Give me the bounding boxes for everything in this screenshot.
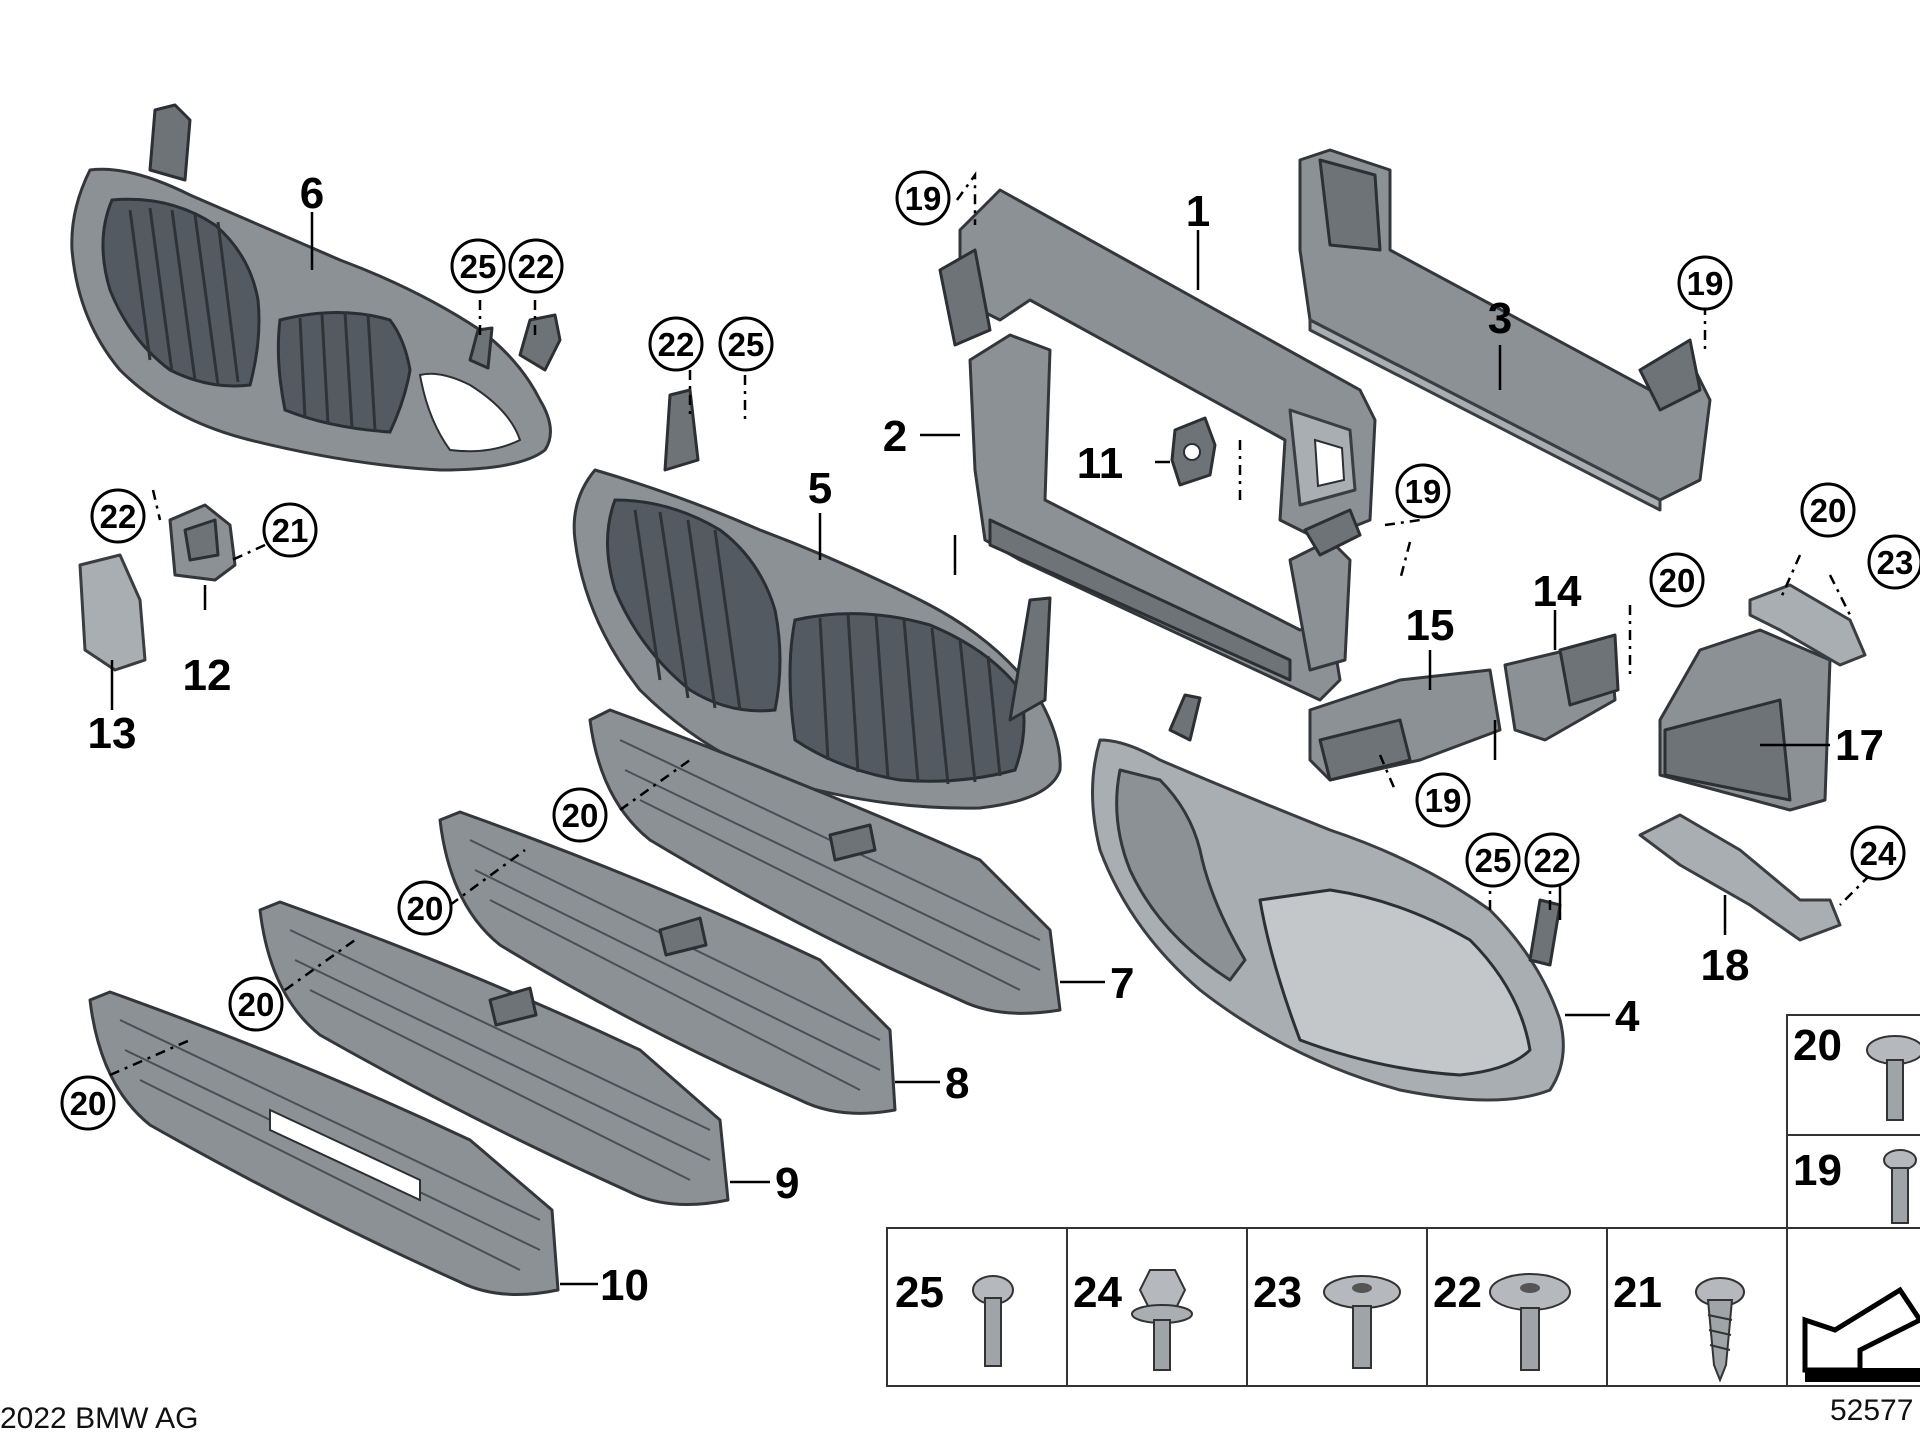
callout-20-grille10: 20: [60, 1075, 116, 1131]
part-number-6: 6: [300, 169, 324, 218]
callout-25-carrier4: 25: [1465, 832, 1521, 888]
part-7-air-duct-grille: [588, 708, 1062, 1015]
hardware-22-washer-screw: 22: [1433, 1268, 1571, 1371]
callout-21-left: 21: [262, 502, 318, 558]
svg-text:24: 24: [1860, 835, 1897, 872]
callout-22-carrier4: 22: [1524, 832, 1580, 888]
part-18-bracket: [1638, 813, 1842, 942]
svg-text:20: 20: [1659, 562, 1696, 599]
part-4-grille-carrier: [1091, 693, 1565, 1102]
part-1-radiator-carrier: [938, 188, 1377, 542]
callouts: 19 25 22 22 25 19 22 21 19 20 23 20 19 2…: [60, 170, 1920, 1131]
part-number-17: 17: [1835, 721, 1884, 770]
part-number-7: 7: [1110, 959, 1134, 1008]
callout-19-top-left: 19: [895, 170, 951, 226]
part-number-15: 15: [1406, 601, 1455, 650]
callout-20-grille8: 20: [397, 880, 453, 936]
svg-text:22: 22: [658, 326, 695, 363]
callout-24-right: 24: [1850, 825, 1906, 881]
svg-text:19: 19: [1405, 473, 1442, 510]
direction-arrow-icon: [1802, 1286, 1920, 1382]
part-number-13: 13: [88, 709, 137, 758]
part-13-bracket: [78, 553, 147, 672]
svg-text:20: 20: [1793, 1021, 1842, 1070]
dash-lines: [109, 171, 1871, 1077]
svg-text:21: 21: [272, 512, 309, 549]
svg-text:22: 22: [1433, 1268, 1482, 1317]
hardware-19-clip: 19: [1793, 1146, 1917, 1224]
svg-text:20: 20: [238, 986, 275, 1023]
part-6-grille-frame: [70, 103, 562, 472]
hardware-25-bolt: 25: [895, 1268, 1014, 1367]
part-number-4: 4: [1615, 992, 1640, 1041]
callout-22-grille6: 22: [508, 238, 564, 294]
part-number-14: 14: [1533, 567, 1582, 616]
part-number-11: 11: [1077, 439, 1124, 488]
svg-text:20: 20: [70, 1085, 107, 1122]
svg-text:22: 22: [518, 248, 555, 285]
part-number-1: 1: [1186, 187, 1210, 236]
bracket-right-upper: [1748, 583, 1867, 667]
callout-25-grille6: 25: [450, 238, 506, 294]
part-number-12: 12: [183, 651, 232, 700]
part-2-radiator-frame: [968, 333, 1362, 702]
part-9-air-duct-grille: [258, 900, 730, 1206]
hardware-table: 25 24 23 22 21 20: [886, 1014, 1920, 1387]
svg-text:19: 19: [1793, 1146, 1842, 1195]
svg-text:19: 19: [905, 180, 942, 217]
callout-19-mid: 19: [1395, 463, 1451, 519]
leader-lines: [110, 212, 1830, 1286]
svg-text:25: 25: [895, 1268, 944, 1317]
callout-19-top-right: 19: [1677, 255, 1733, 311]
part-number-8: 8: [945, 1059, 969, 1108]
copyright-text: 2022 BMW AG: [0, 1402, 198, 1435]
svg-text:20: 20: [407, 890, 444, 927]
svg-text:20: 20: [1810, 492, 1847, 529]
svg-text:19: 19: [1425, 782, 1462, 819]
callout-22-grille5: 22: [648, 316, 704, 372]
svg-text:20: 20: [562, 797, 599, 834]
svg-text:22: 22: [1534, 842, 1571, 879]
part-number-3: 3: [1488, 294, 1512, 343]
svg-text:24: 24: [1073, 1268, 1122, 1317]
callout-19-lower: 19: [1415, 772, 1471, 828]
part-numbers: 6 1 3 2 11 5 12 13 14 15 17 18 7 8 9 10 …: [88, 169, 1884, 1310]
svg-text:23: 23: [1253, 1268, 1302, 1317]
part-8-air-duct-grille: [438, 810, 897, 1115]
callout-20-right-top: 20: [1800, 482, 1856, 538]
svg-text:23: 23: [1877, 544, 1914, 581]
hardware-24-flange-bolt: 24: [1073, 1268, 1193, 1371]
svg-text:25: 25: [460, 248, 497, 285]
part-number-9: 9: [775, 1159, 799, 1208]
svg-text:22: 22: [100, 498, 137, 535]
part-10-air-duct-grille: [88, 990, 560, 1296]
hardware-20-expanding-rivet: 20: [1793, 1021, 1920, 1121]
callout-20-grille7: 20: [552, 787, 608, 843]
part-number-10: 10: [600, 1261, 649, 1310]
svg-text:19: 19: [1687, 265, 1724, 302]
part-14-air-duct: [1503, 633, 1620, 742]
part-number-18: 18: [1701, 941, 1750, 990]
callout-22-left: 22: [90, 488, 146, 544]
part-number-5: 5: [808, 464, 832, 513]
callout-23-right: 23: [1867, 534, 1920, 590]
svg-text:25: 25: [728, 326, 765, 363]
part-number-2: 2: [883, 412, 907, 461]
part-5-grille-frame: [572, 388, 1062, 810]
callout-20-right-mid: 20: [1649, 552, 1705, 608]
part-3-crossmember: [1298, 148, 1712, 512]
part-15-air-duct: [1308, 668, 1502, 782]
hardware-23-washer-screw: 23: [1253, 1268, 1401, 1369]
svg-text:25: 25: [1475, 842, 1512, 879]
hardware-21-tapping-screw: 21: [1613, 1268, 1745, 1383]
callout-20-grille9: 20: [228, 976, 284, 1032]
part-12-bracket: [168, 503, 237, 582]
callout-25-grille5: 25: [718, 316, 774, 372]
part-11-bracket: [1170, 416, 1217, 487]
diagram-number: 52577: [1830, 1394, 1913, 1427]
part-17-air-duct: [1658, 628, 1832, 812]
svg-text:21: 21: [1613, 1268, 1662, 1317]
